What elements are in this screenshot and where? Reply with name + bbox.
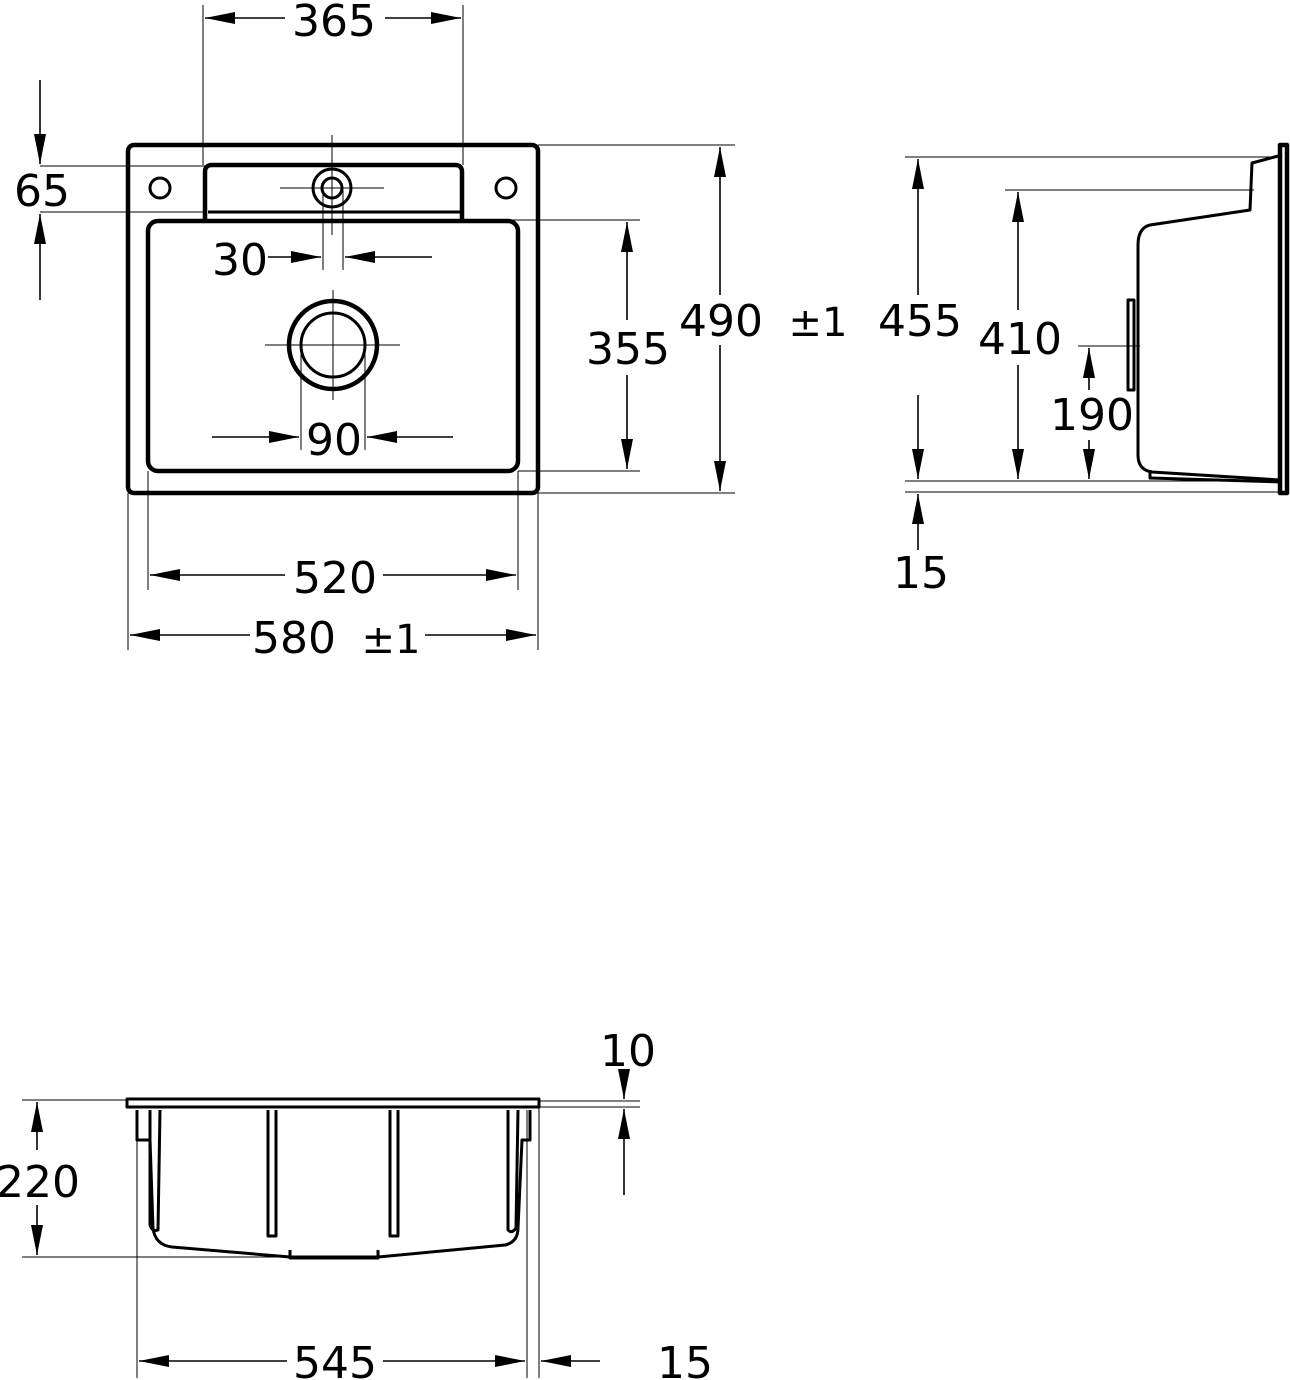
dim-220: 220 xyxy=(0,1157,80,1208)
hole-right xyxy=(494,176,518,200)
dim-580: 580 xyxy=(252,613,336,664)
dim-545: 545 xyxy=(293,1338,377,1380)
dim-365: 365 xyxy=(292,0,376,47)
hole-left xyxy=(148,176,172,200)
section-view: 10 220 545 15 xyxy=(0,1026,713,1380)
side-rim xyxy=(1277,142,1290,496)
tol-490: ±1 xyxy=(789,300,848,346)
dim-190: 190 xyxy=(1050,390,1134,441)
dim-90: 90 xyxy=(306,415,362,466)
section-bowl xyxy=(135,1110,532,1259)
tap-deck xyxy=(202,162,465,221)
dim-355: 355 xyxy=(586,324,670,375)
dim-490: 490 xyxy=(679,296,763,347)
dim-10: 10 xyxy=(600,1026,656,1077)
tol-580: ±1 xyxy=(362,617,421,663)
dim-30: 30 xyxy=(212,235,268,286)
dim-520: 520 xyxy=(293,553,377,604)
side-view: 455 410 190 15 xyxy=(878,142,1290,599)
plan-view: 365 65 30 90 355 490 ±1 xyxy=(14,0,847,664)
dim-15-side: 15 xyxy=(893,548,949,599)
sink-outline xyxy=(125,142,541,496)
dim-455: 455 xyxy=(878,296,962,347)
section-rim xyxy=(125,1097,541,1109)
dim-15-section: 15 xyxy=(657,1338,713,1380)
bowl-outline xyxy=(145,218,521,474)
dim-410: 410 xyxy=(978,314,1062,365)
dim-65: 65 xyxy=(14,166,70,217)
